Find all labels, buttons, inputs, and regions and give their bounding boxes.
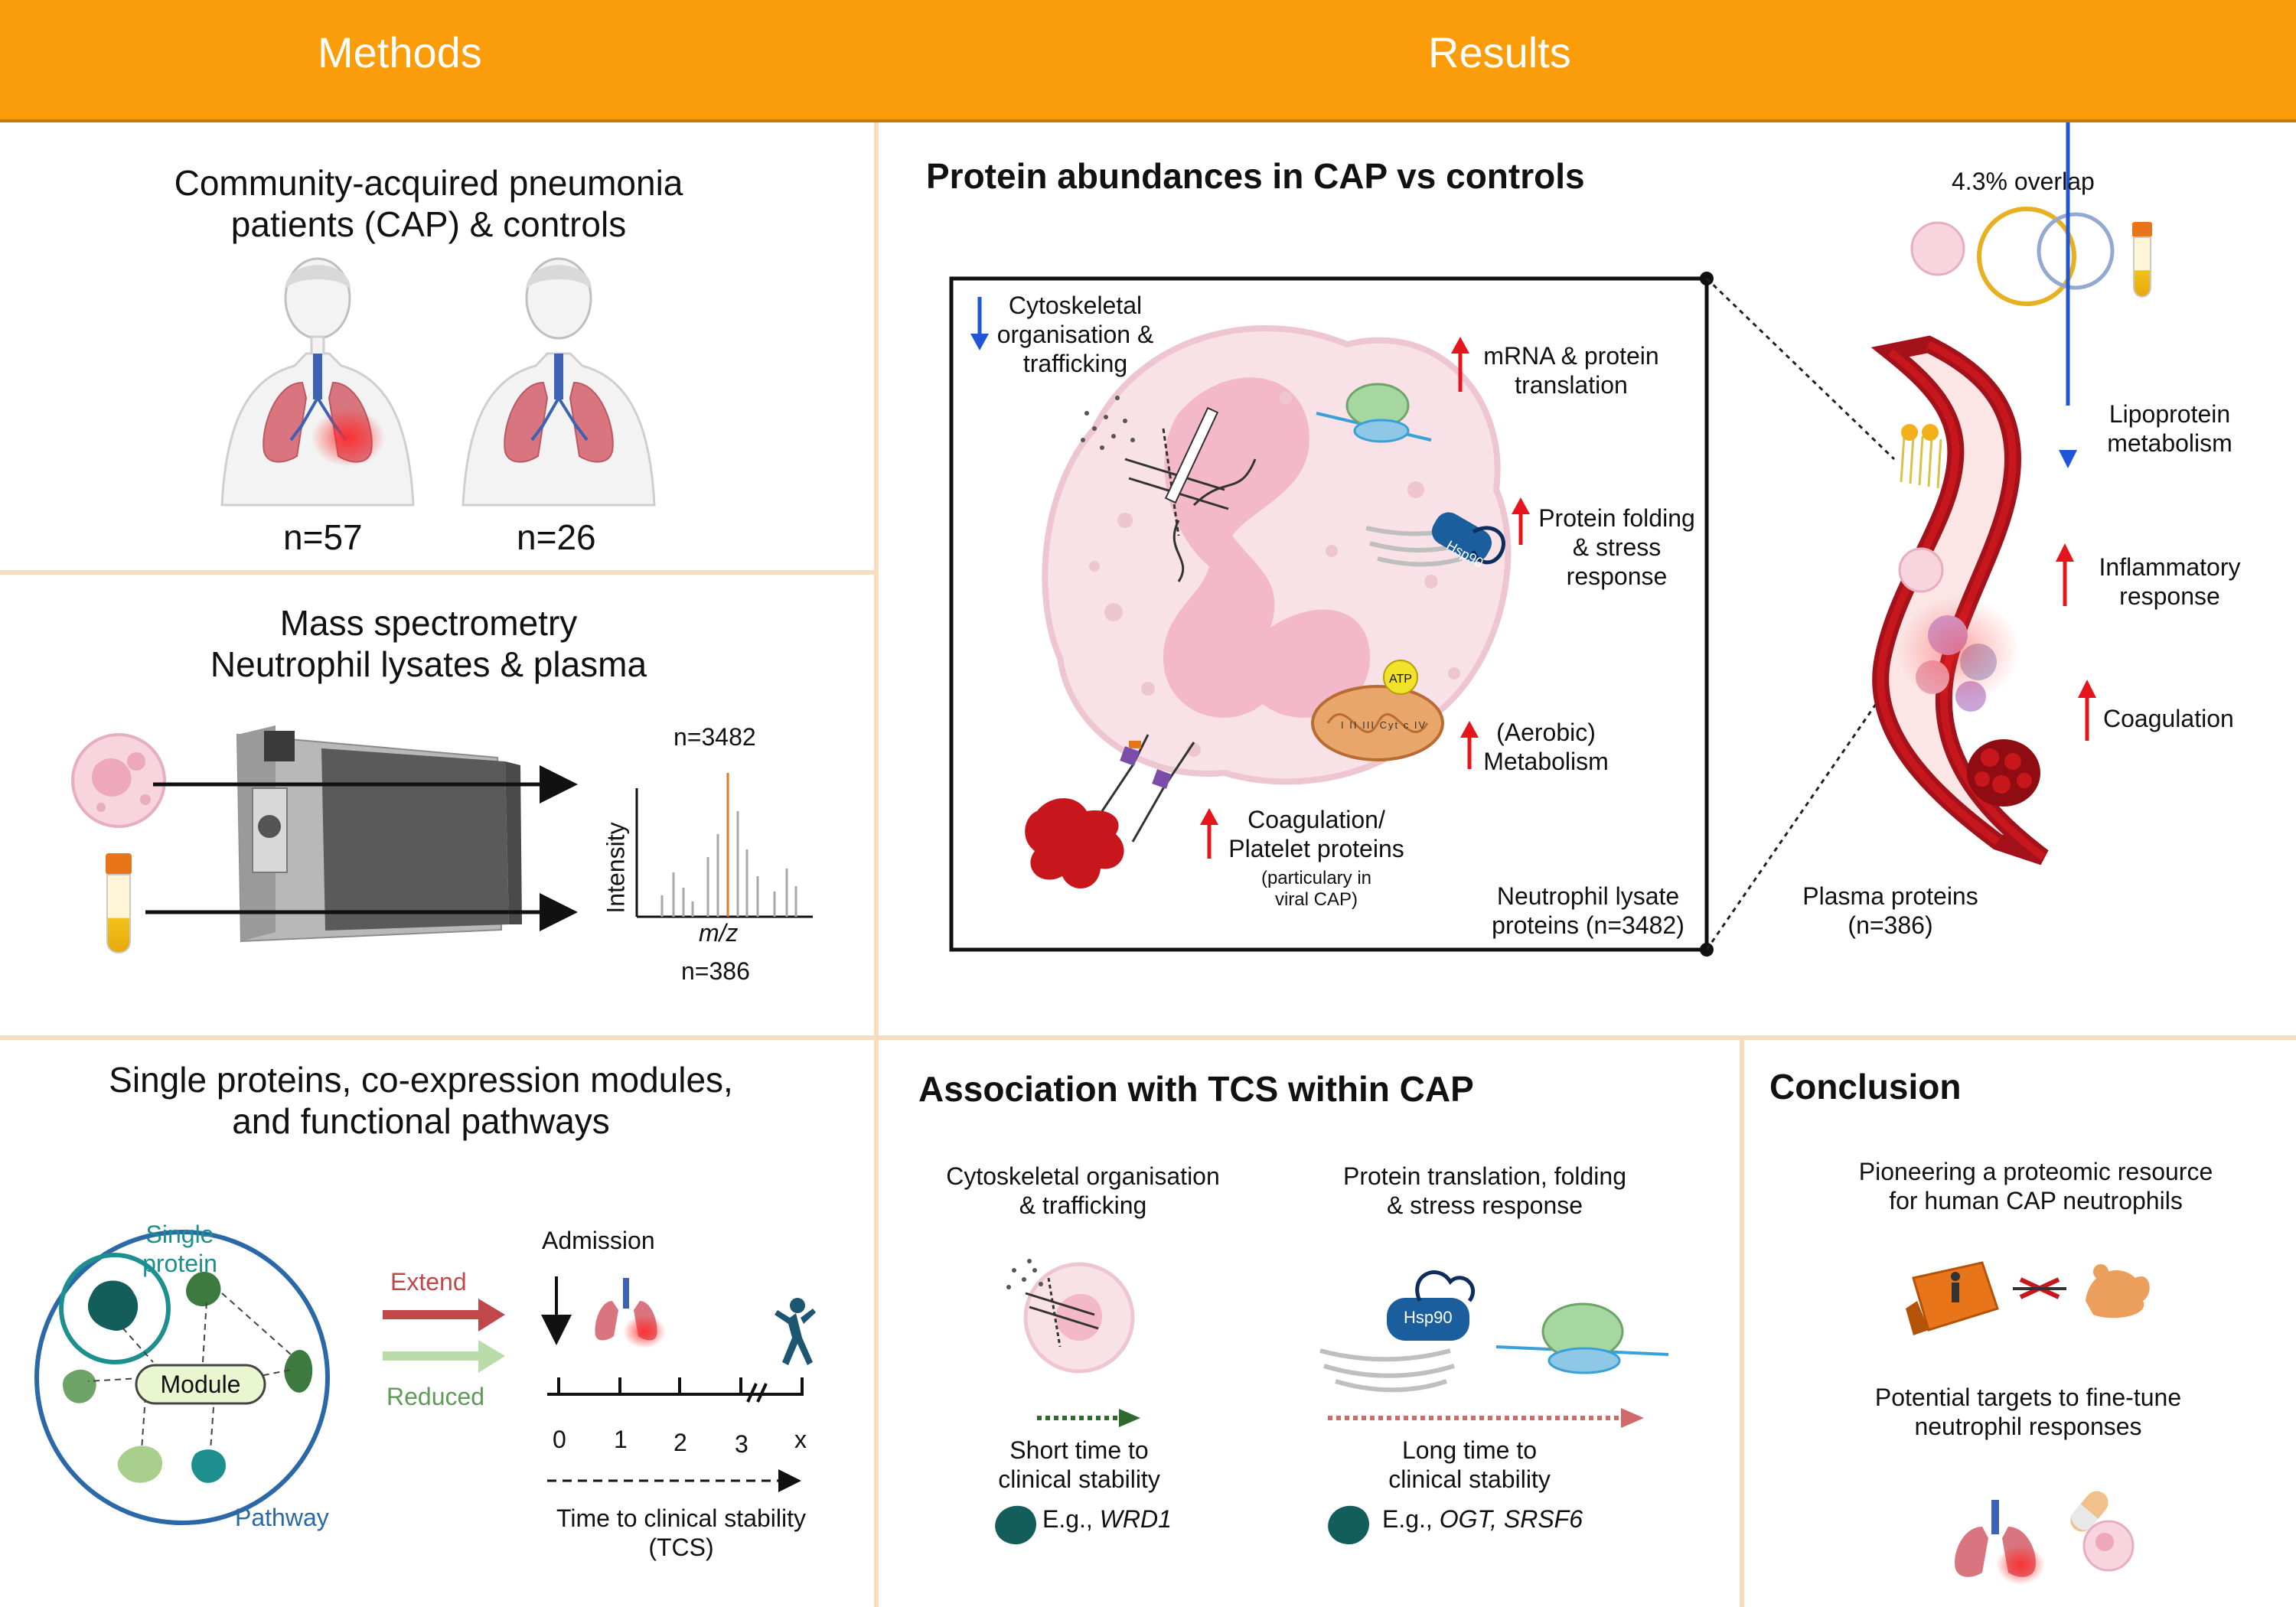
single-protein-label: Single protein — [142, 1221, 217, 1277]
assoc-hsp90-label: Hsp90 — [1404, 1308, 1453, 1327]
spectrum-xlabel: m/z — [699, 919, 739, 947]
header-bar: Methods Results — [0, 0, 2296, 122]
blood-vessel — [1870, 335, 2049, 865]
tcs-label: Time to clinical stability (TCS) — [556, 1504, 806, 1561]
ms-plasma-count: n=386 — [681, 957, 750, 985]
metabolism-label: (Aerobic) Metabolism — [1483, 719, 1609, 775]
tick-label-x: x — [794, 1426, 807, 1453]
viral-cap-note: (particulary in viral CAP) — [1261, 868, 1372, 910]
cap-patient-illustration — [220, 257, 415, 507]
module-circle-diagram — [34, 1230, 330, 1525]
plasma-tube-icon — [106, 853, 132, 953]
conclusion-point-2: Potential targets to fine-tune neutrophi… — [1874, 1384, 2182, 1440]
results-header: Results — [1428, 28, 1571, 77]
extend-label: Extend — [390, 1268, 467, 1296]
cohort-title: Community-acquired pneumonia patients (C… — [174, 163, 683, 244]
module-label: Module — [160, 1371, 241, 1398]
patient-recovered-icon — [775, 1298, 816, 1365]
overlap-venn — [1910, 207, 2152, 306]
neutrophil-illustration — [1025, 324, 1512, 889]
assoc-left-title: Cytoskeletal organisation & trafficking — [946, 1162, 1220, 1219]
inflammatory-label: Inflammatory response — [2099, 553, 2241, 610]
methods-header: Methods — [318, 28, 482, 77]
admission-label: Admission — [542, 1227, 655, 1254]
control-count: n=26 — [517, 517, 596, 557]
spectrum-ylabel: Intensity — [602, 822, 630, 914]
analysis-title: Single proteins, co-expression modules, … — [109, 1060, 733, 1141]
tick-label-2: 2 — [673, 1429, 687, 1456]
coagulation-platelet-label: Coagulation/ Platelet proteins — [1228, 806, 1404, 862]
mass-spectrum-plot — [635, 773, 813, 918]
atp-label: ATP — [1389, 673, 1412, 686]
assoc-left-illustration — [995, 1259, 1140, 1545]
etc-complexes: I II III Cyt c IV — [1341, 719, 1427, 731]
assoc-right-title: Protein translation, folding & stress re… — [1343, 1162, 1626, 1219]
overlap-label: 4.3% overlap — [1952, 168, 2095, 195]
folding-label: Protein folding & stress response — [1538, 504, 1695, 590]
neutrophil-change-arrows — [970, 297, 1530, 859]
mrna-label: mRNA & protein translation — [1483, 342, 1659, 399]
cap-count: n=57 — [283, 517, 363, 557]
assoc-left-result: Short time to clinical stability — [998, 1436, 1160, 1493]
association-title: Association with TCS within CAP — [918, 1069, 1474, 1109]
tick-label-3: 3 — [735, 1430, 748, 1458]
tick-label-0: 0 — [553, 1426, 566, 1453]
neutrophil-lysate-label: Neutrophil lysate proteins (n=3482) — [1492, 882, 1684, 939]
control-illustration — [461, 257, 656, 507]
conclusion-title: Conclusion — [1769, 1067, 1962, 1107]
plasma-coagulation-label: Coagulation — [2103, 705, 2234, 732]
conclusion-icons — [1906, 1261, 2150, 1585]
assoc-right-example: E.g., OGT, SRSF6 — [1382, 1505, 1583, 1533]
assoc-right-illustration — [1319, 1270, 1669, 1545]
section-dividers — [0, 122, 2296, 1607]
cytoskeletal-label: Cytoskeletal organisation & trafficking — [996, 292, 1154, 377]
tcs-timeline — [541, 1276, 816, 1492]
assoc-left-example: E.g., WRD1 — [1042, 1505, 1172, 1533]
tick-label-1: 1 — [614, 1426, 628, 1453]
ms-lysate-count: n=3482 — [673, 723, 756, 751]
assoc-right-result: Long time to clinical stability — [1388, 1436, 1551, 1493]
reduced-label: Reduced — [386, 1383, 485, 1410]
plasma-proteins-label: Plasma proteins (n=386) — [1802, 882, 1978, 939]
ms-title: Mass spectrometry Neutrophil lysates & p… — [210, 603, 647, 684]
extend-reduced-arrows — [383, 1299, 505, 1373]
pathway-label: Pathway — [235, 1504, 329, 1531]
results-title: Protein abundances in CAP vs controls — [926, 156, 1585, 196]
lipoprotein-label: Lipoprotein metabolism — [2107, 400, 2232, 457]
mass-spectrometer — [145, 725, 578, 943]
neutrophil-icon — [71, 733, 166, 828]
conclusion-point-1: Pioneering a proteomic resource for huma… — [1858, 1158, 2213, 1214]
